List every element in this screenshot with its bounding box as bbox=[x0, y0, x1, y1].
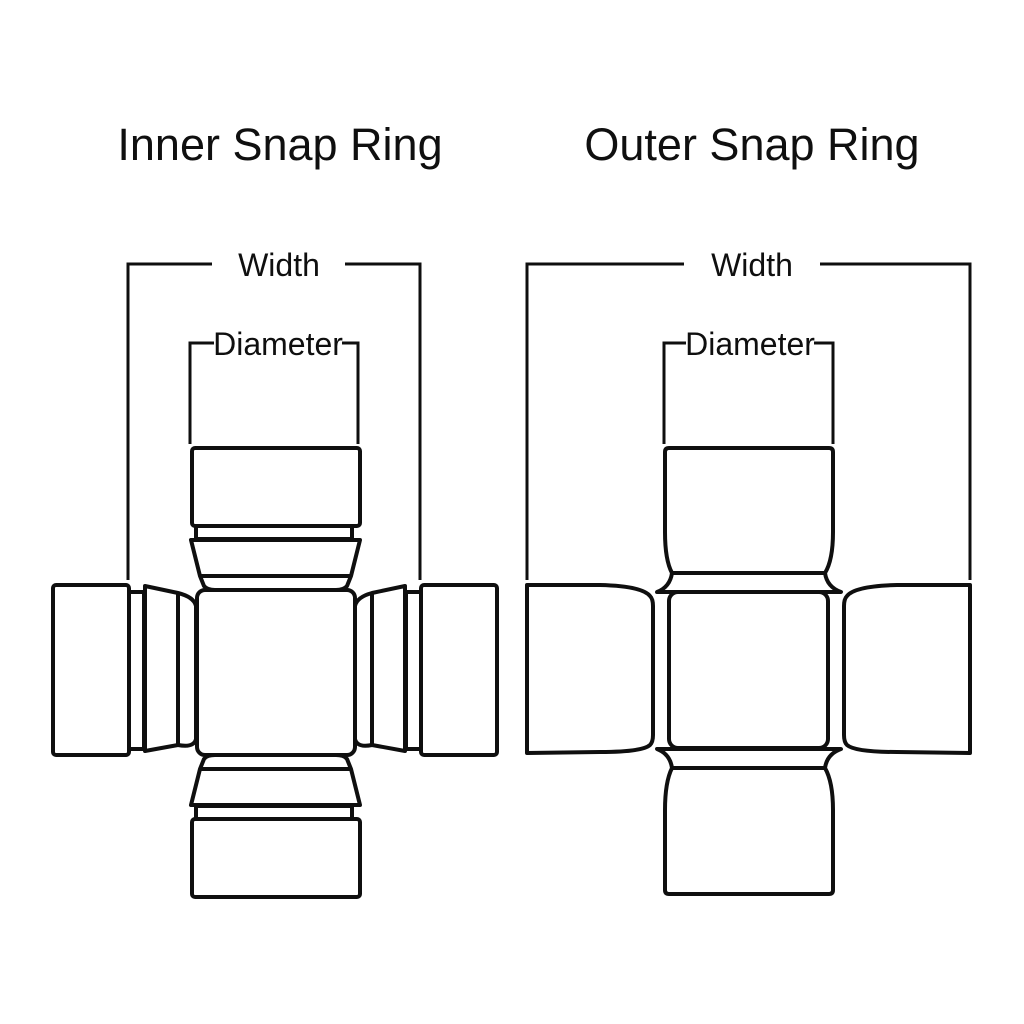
inner-left-trunnion bbox=[143, 584, 198, 753]
outer-snap-ring-diagram: Outer Snap Ring Width Diameter bbox=[525, 119, 972, 896]
inner-width-callout: Width bbox=[126, 247, 422, 580]
outer-top-bearing-cap bbox=[663, 446, 835, 575]
outer-width-callout: Width bbox=[525, 247, 972, 580]
inner-cross-body bbox=[195, 588, 357, 757]
outer-diagram-title: Outer Snap Ring bbox=[584, 119, 919, 170]
inner-diameter-label: Diameter bbox=[213, 326, 343, 362]
outer-cross-drawing bbox=[525, 446, 972, 896]
outer-left-bearing-cap bbox=[525, 583, 655, 755]
outer-bottom-bearing-cap bbox=[663, 766, 835, 896]
inner-bottom-trunnion bbox=[189, 753, 362, 807]
inner-diagram-title: Inner Snap Ring bbox=[117, 119, 442, 170]
outer-diameter-bracket-right bbox=[814, 341, 835, 444]
outer-diameter-label: Diameter bbox=[685, 326, 815, 362]
inner-snap-ring-diagram: Inner Snap Ring Width Diameter bbox=[51, 119, 499, 899]
inner-diameter-bracket-right bbox=[342, 341, 360, 444]
inner-width-bracket-left bbox=[126, 262, 212, 580]
inner-diameter-bracket-left bbox=[188, 341, 214, 444]
inner-cross-drawing bbox=[51, 446, 499, 899]
outer-top-cap-lip bbox=[655, 571, 843, 594]
outer-diameter-callout: Diameter bbox=[662, 326, 835, 444]
inner-width-bracket-right bbox=[345, 262, 422, 580]
outer-width-bracket-right bbox=[820, 262, 972, 580]
inner-right-bearing-cap bbox=[419, 583, 499, 757]
inner-right-snap-ring-groove bbox=[404, 590, 423, 751]
outer-bottom-cap-lip bbox=[655, 747, 843, 770]
outer-width-label: Width bbox=[711, 247, 793, 283]
inner-top-trunnion bbox=[189, 538, 362, 592]
inner-left-snap-ring-groove bbox=[127, 590, 146, 751]
inner-top-bearing-cap bbox=[190, 446, 362, 528]
inner-top-snap-ring-groove bbox=[194, 524, 354, 541]
inner-diameter-callout: Diameter bbox=[188, 326, 360, 444]
inner-left-bearing-cap bbox=[51, 583, 131, 757]
inner-right-trunnion bbox=[353, 584, 407, 753]
outer-right-bearing-cap bbox=[842, 583, 972, 755]
outer-diameter-bracket-left bbox=[662, 341, 686, 444]
inner-bottom-bearing-cap bbox=[190, 817, 362, 899]
inner-width-label: Width bbox=[238, 247, 320, 283]
outer-cross-body bbox=[667, 590, 830, 750]
outer-width-bracket-left bbox=[525, 262, 684, 580]
